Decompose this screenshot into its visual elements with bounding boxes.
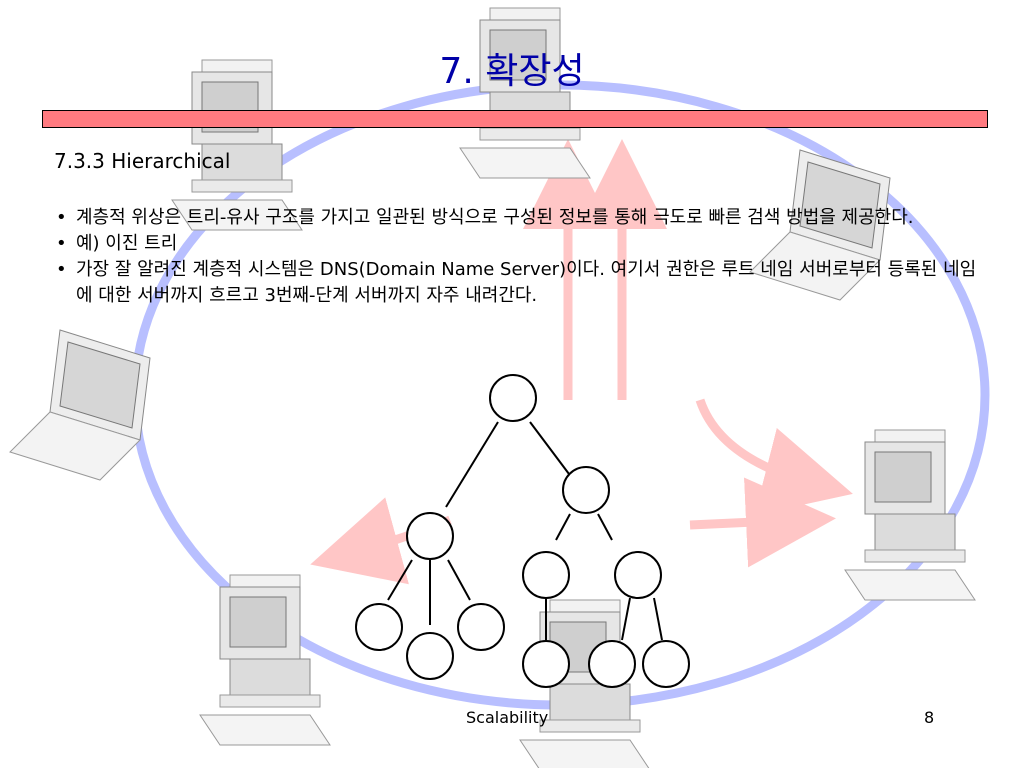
footer-label: Scalability	[466, 708, 549, 727]
bullet-item: •계층적 위상은 트리-유사 구조를 가지고 일관된 방식으로 구성된 정보를 …	[56, 207, 914, 228]
laptop-icon	[9, 329, 151, 481]
desktop-computer-icon	[844, 429, 976, 601]
bullet-item: •예) 이진 트리	[56, 233, 178, 254]
slide-title: 7. 확장성	[439, 51, 585, 92]
bullet-item: •가장 잘 알려진 계층적 시스템은 DNS(Domain Name Serve…	[56, 259, 977, 306]
page-number: 8	[924, 708, 935, 727]
desktop-computer-icon	[199, 574, 331, 746]
bullet-list: •계층적 위상은 트리-유사 구조를 가지고 일관된 방식으로 구성된 정보를 …	[50, 205, 980, 309]
title-divider-bar	[42, 110, 988, 128]
tree-diagram	[355, 374, 690, 688]
section-subtitle: 7.3.3 Hierarchical	[54, 149, 231, 173]
